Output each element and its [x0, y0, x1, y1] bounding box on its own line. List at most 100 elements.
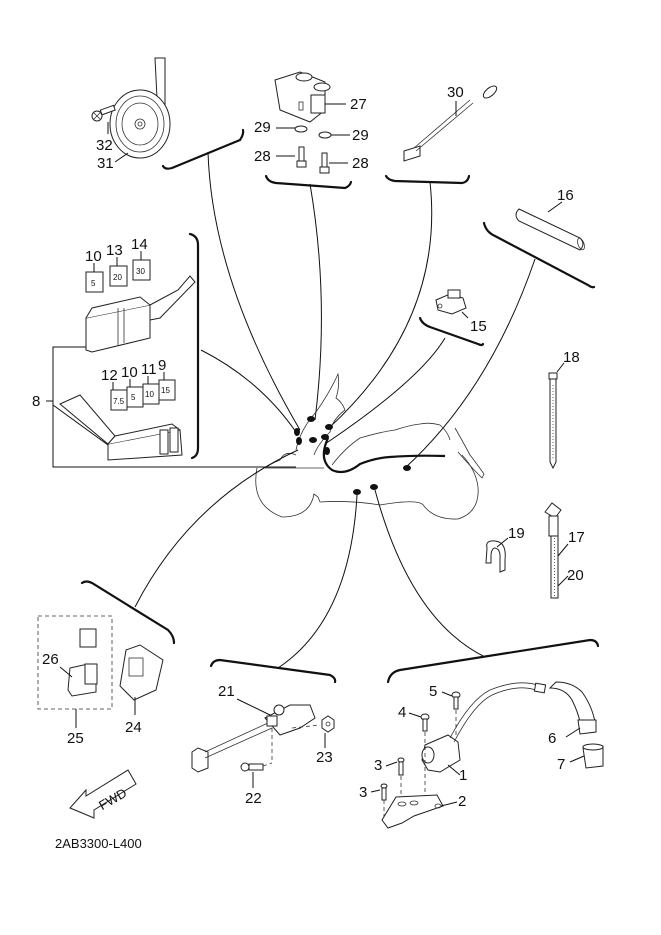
part-label-25: 25 [67, 730, 84, 747]
part-label-23: 23 [316, 749, 333, 766]
svg-text:15: 15 [161, 386, 170, 395]
leader-switch [277, 494, 358, 669]
nut-23[interactable] [321, 715, 335, 733]
brace-horn [161, 128, 245, 170]
fuse-box-assembly: 5 20 30 10 13 14 7.5 5 [32, 232, 297, 468]
part-label-31: 31 [97, 155, 114, 172]
fuse-11[interactable]: 10 [142, 383, 160, 405]
brace-ignition [386, 638, 600, 684]
leader-ignition [374, 489, 486, 658]
cable-tie-17[interactable] [544, 502, 562, 599]
coupler-assembly: 15 [324, 289, 487, 445]
cable-tie-18[interactable] [548, 372, 558, 470]
part-label-28a: 28 [254, 148, 271, 165]
connection-point [307, 416, 315, 422]
leader-fuse-box [200, 349, 297, 433]
fuse-9[interactable]: 15 [158, 379, 176, 401]
part-label-15: 15 [470, 318, 487, 335]
bolt-3-lower[interactable] [380, 783, 388, 801]
leader-coupler [324, 337, 446, 445]
outline-body [255, 454, 479, 520]
relay-24[interactable] [119, 644, 164, 701]
svg-text:7.5: 7.5 [113, 397, 125, 406]
lead-coupler[interactable] [403, 145, 421, 162]
diagram-code: 2AB3300-L400 [55, 836, 142, 851]
bolt-5[interactable] [451, 691, 461, 710]
clamp-19[interactable] [485, 540, 506, 573]
coil-bracket-2[interactable] [381, 794, 444, 829]
fwd-arrow-shape [69, 769, 137, 819]
part-label-20: 20 [567, 567, 584, 584]
switch-coupler[interactable] [191, 747, 209, 773]
fuse-12[interactable]: 7.5 [110, 389, 128, 411]
brace-lead [384, 174, 471, 185]
part-label-9: 9 [158, 357, 166, 374]
plug-cap[interactable] [548, 681, 596, 723]
part-label-26: 26 [42, 651, 59, 668]
part-label-7: 7 [557, 756, 565, 773]
bolt-left[interactable] [298, 146, 305, 163]
lead-assembly: 30 [329, 84, 498, 428]
part-label-2: 2 [458, 793, 466, 810]
part-label-29b: 29 [352, 127, 369, 144]
connection-point [370, 484, 378, 490]
part-label-21: 21 [218, 683, 235, 700]
wire-harness [322, 437, 446, 474]
ignition-coil[interactable] [421, 734, 461, 773]
kit-box-25 [37, 615, 113, 710]
bolt-right[interactable] [321, 152, 328, 169]
bracket-8 [52, 346, 296, 468]
part-label-13: 13 [106, 242, 123, 259]
part-label-14: 14 [131, 236, 148, 253]
relay-26[interactable] [67, 628, 98, 697]
brace-sensor [264, 174, 353, 190]
leader-lead [329, 181, 433, 428]
part-label-6: 6 [548, 730, 556, 747]
connection-point [321, 434, 329, 440]
part-label-32: 32 [96, 137, 113, 154]
part-label-11: 11 [141, 361, 157, 378]
fwd-arrow: FWD [69, 769, 137, 819]
part-label-3a: 3 [374, 757, 382, 774]
part-label-24: 24 [125, 719, 142, 736]
part-label-8: 8 [32, 393, 40, 410]
brace-fuse-box [188, 232, 200, 460]
plug-cap-6[interactable] [577, 719, 597, 735]
bolt-3-upper[interactable] [397, 757, 405, 776]
fuse-box-lid[interactable] [59, 394, 116, 445]
seal-7[interactable] [582, 743, 604, 769]
cable-ties: 18 19 17 20 [485, 349, 585, 599]
sensor-assembly: 27 29 29 28 28 [254, 71, 369, 421]
washer-left[interactable] [294, 125, 308, 133]
part-label-19: 19 [508, 525, 525, 542]
part-label-10b: 10 [121, 364, 138, 381]
brace-switch [209, 658, 337, 684]
svg-text:30: 30 [136, 267, 145, 276]
fuse-10-bottom[interactable]: 5 [126, 386, 144, 408]
washer-right[interactable] [318, 131, 332, 139]
part-label-18: 18 [563, 349, 580, 366]
relay-assembly: 26 25 24 [37, 449, 299, 747]
fuse-13[interactable]: 20 [109, 265, 128, 287]
svg-text:5: 5 [91, 279, 96, 288]
tube[interactable] [515, 208, 584, 251]
part-label-4: 4 [398, 704, 406, 721]
brace-coupler [418, 316, 485, 347]
fuse-10-top[interactable]: 5 [85, 271, 104, 293]
leader-tube [404, 258, 536, 469]
bolt-4[interactable] [420, 713, 430, 732]
horn-bolt[interactable] [91, 104, 116, 122]
horn-assembly: 32 31 [91, 57, 301, 431]
part-label-29a: 29 [254, 119, 271, 136]
connection-point [324, 447, 330, 455]
fuse-14[interactable]: 30 [132, 259, 151, 281]
svg-text:5: 5 [131, 393, 136, 402]
connection-point [294, 428, 300, 436]
horn-body[interactable] [109, 89, 171, 159]
tube-assembly: 16 [404, 187, 596, 469]
bolt-22[interactable] [240, 762, 264, 772]
part-label-12: 12 [101, 367, 118, 384]
svg-text:20: 20 [113, 273, 122, 282]
part-label-10a: 10 [85, 248, 102, 265]
brace-tube [482, 221, 596, 289]
